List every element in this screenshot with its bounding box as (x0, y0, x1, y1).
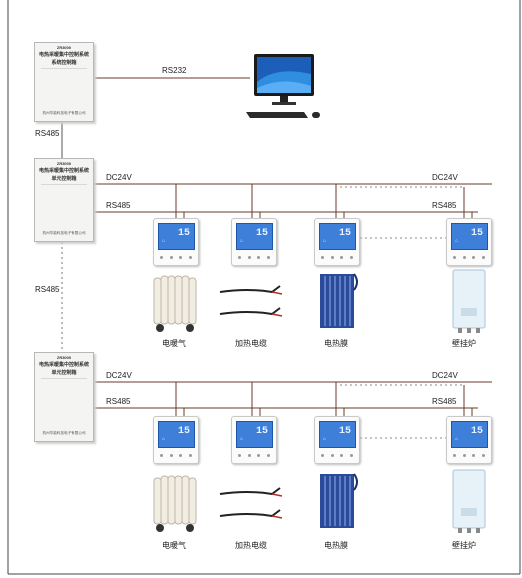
cabinet-title: 电热采暖集中控制系统 (38, 362, 89, 368)
group1-dc24v-left: DC24V (106, 173, 132, 182)
rs485-label-upper: RS485 (35, 129, 60, 138)
group2-dc24v-left: DC24V (106, 371, 132, 380)
thermostat-reading: 15 (338, 228, 351, 239)
cabinet-subtitle: 系统控制箱 (51, 60, 77, 66)
wall-boiler-icon (452, 269, 486, 333)
group2-rs485-left: RS485 (106, 397, 131, 406)
rs485-label-lower: RS485 (35, 285, 60, 294)
heating-cable-icon (219, 487, 283, 519)
wall-boiler-icon (452, 469, 486, 533)
cabinet-model: ZR3000 (56, 355, 72, 360)
device-label: 壁挂炉 (452, 541, 476, 550)
thermostat-reading: 15 (177, 228, 190, 239)
device-label: 电暖气 (162, 339, 186, 348)
system-control-cabinet: ZR3000 电热采暖集中控制系统 系统控制箱 杭州华能科技电子有限公司 (34, 42, 94, 122)
group2-dc24v-right: DC24V (432, 371, 458, 380)
cabinet-model: ZR3000 (56, 161, 72, 166)
cabinet-model: ZR3000 (56, 45, 72, 50)
thermostat-icon: 15⌂ (446, 416, 492, 464)
unit-control-cabinet-1: ZR3000 电热采暖集中控制系统 单元控制箱 杭州华能科技电子有限公司 (34, 158, 94, 242)
thermostat-icon: 15⌂ (231, 218, 277, 266)
device-label: 电暖气 (162, 541, 186, 550)
cabinet-subtitle: 单元控制箱 (51, 176, 77, 182)
group2-rs485-right: RS485 (432, 397, 457, 406)
thermostat-reading: 15 (470, 228, 483, 239)
rs232-label: RS232 (162, 66, 187, 75)
thermostat-reading: 15 (338, 426, 351, 437)
cabinet-title: 电热采暖集中控制系统 (38, 168, 89, 174)
device-label: 加热电缆 (235, 541, 267, 550)
group1-rs485-right: RS485 (432, 201, 457, 210)
heating-film-icon (320, 273, 358, 328)
device-label: 电热膜 (324, 339, 348, 348)
device-label: 壁挂炉 (452, 339, 476, 348)
group1-dc24v-right: DC24V (432, 173, 458, 182)
heating-cable-icon (219, 285, 283, 317)
device-label: 加热电缆 (235, 339, 267, 348)
computer-icon (246, 54, 320, 118)
thermostat-icon: 15⌂ (314, 416, 360, 464)
cabinet-maker: 杭州华能科技电子有限公司 (42, 431, 86, 435)
thermostat-reading: 15 (177, 426, 190, 437)
thermostat-icon: 15⌂ (153, 218, 199, 266)
thermostat-icon: 15⌂ (446, 218, 492, 266)
thermostat-reading: 15 (255, 228, 268, 239)
group1-rs485-left: RS485 (106, 201, 131, 210)
thermostat-reading: 15 (255, 426, 268, 437)
heating-film-icon (320, 473, 358, 528)
device-label: 电热膜 (324, 541, 348, 550)
thermostat-reading: 15 (470, 426, 483, 437)
cabinet-maker: 杭州华能科技电子有限公司 (42, 231, 86, 235)
radiator-icon (153, 475, 197, 532)
cabinet-subtitle: 单元控制箱 (51, 370, 77, 376)
cabinet-maker: 杭州华能科技电子有限公司 (42, 111, 86, 115)
radiator-icon (153, 275, 197, 332)
thermostat-icon: 15⌂ (314, 218, 360, 266)
unit-control-cabinet-2: ZR3000 电热采暖集中控制系统 单元控制箱 杭州华能科技电子有限公司 (34, 352, 94, 442)
group2-drops (175, 382, 473, 416)
thermostat-icon: 15⌂ (153, 416, 199, 464)
cabinet-title: 电热采暖集中控制系统 (38, 52, 89, 58)
group1-drops (175, 184, 473, 218)
thermostat-icon: 15⌂ (231, 416, 277, 464)
